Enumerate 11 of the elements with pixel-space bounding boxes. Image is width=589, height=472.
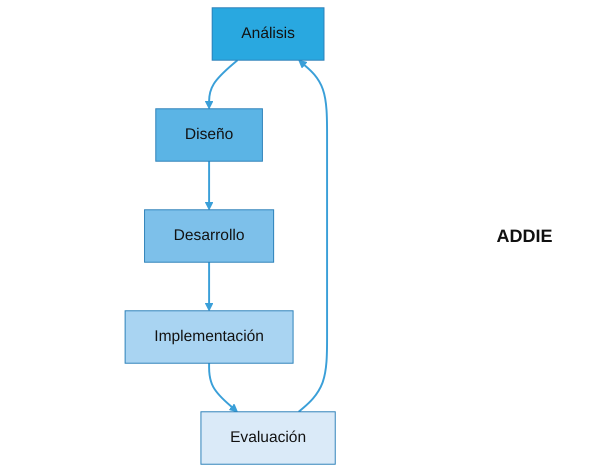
arrow: [204, 262, 214, 312]
arrow: [298, 60, 328, 413]
arrow: [208, 363, 238, 412]
node-box: Evaluación: [200, 411, 336, 465]
node-box: Desarrollo: [144, 209, 274, 263]
arrow: [204, 161, 214, 210]
arrow: [204, 59, 238, 110]
node-box: Diseño: [155, 108, 263, 162]
node-box: Implementación: [124, 310, 294, 364]
diagram-label: ADDIE: [496, 226, 552, 246]
node-box: Análisis: [212, 7, 324, 61]
